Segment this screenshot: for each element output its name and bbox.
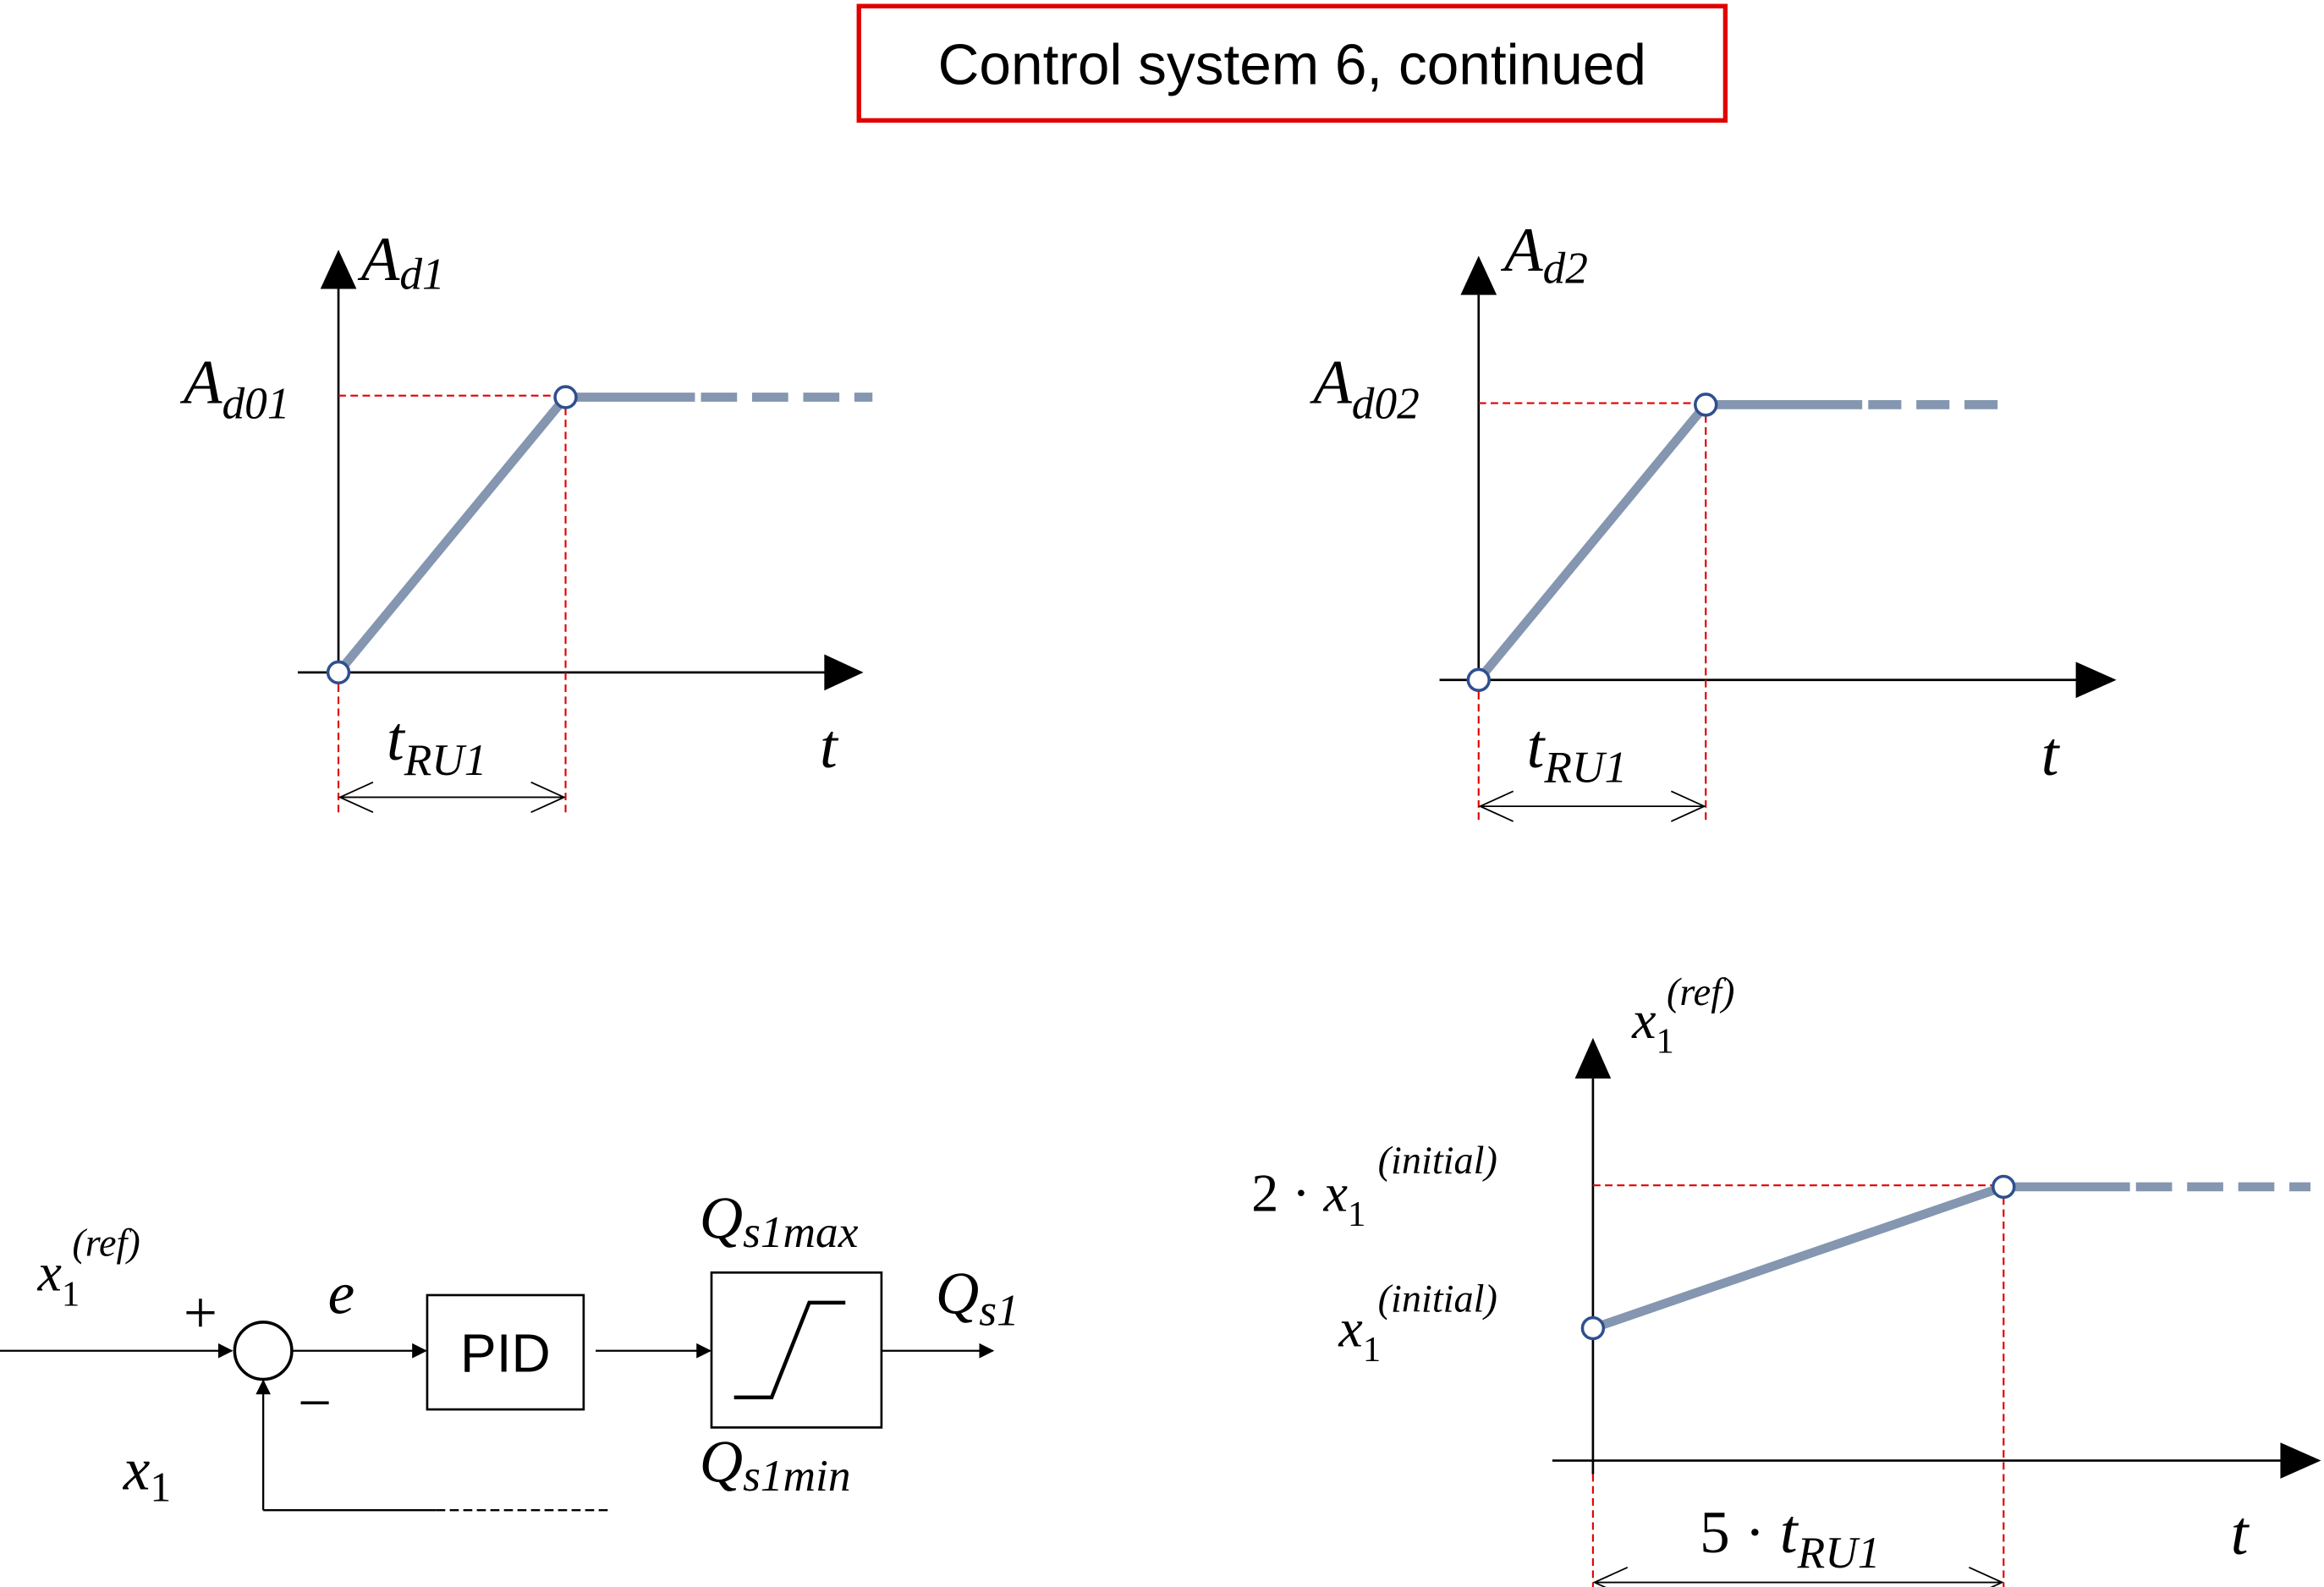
x-axis-arrowhead (2280, 1442, 2321, 1479)
span-arrow (338, 781, 566, 814)
span-arrow (1478, 790, 1706, 822)
title-box: Control system 6, continued (856, 3, 1728, 124)
level-label: Ad01 (179, 348, 290, 429)
end-marker (1694, 393, 1718, 417)
sat-min-label: Qs1min (700, 1429, 851, 1501)
start-marker (1580, 1315, 1606, 1341)
span-label: 5 · tRU1 (1700, 1496, 1880, 1578)
sat-max-label: Qs1max (700, 1185, 859, 1257)
input-label: x1(ref) (36, 1222, 140, 1315)
low-level-label: x1(initial) (1338, 1277, 1497, 1370)
ramp-curve (1475, 401, 1710, 684)
span-label: tRU1 (1527, 711, 1628, 793)
end-marker (553, 385, 578, 409)
high-level-label: 2 · x1(initial) (1251, 1139, 1497, 1234)
pid-block (426, 1293, 585, 1411)
x-axis-label: t (2231, 1498, 2250, 1568)
saturation-block (710, 1271, 883, 1429)
plus-sign: + (184, 1280, 217, 1346)
y-axis-arrowhead (320, 250, 357, 289)
graph-ad2: Ad2 Ad02 t tRU1 (1309, 215, 2117, 822)
x-axis-label: t (820, 711, 839, 782)
summing-junction (233, 1321, 294, 1381)
feedback-label: x1 (123, 1436, 171, 1510)
span-label: tRU1 (387, 704, 487, 785)
y-axis-label: Ad1 (357, 224, 445, 299)
x-axis-arrowhead (824, 654, 864, 691)
y-axis-label: Ad2 (1500, 215, 1588, 293)
graph-x1-ref: x1(ref) 2 · x1(initial) x1(initial) t 5 … (1251, 970, 2321, 1587)
start-marker (1466, 667, 1491, 692)
span-arrow (1592, 1566, 2004, 1587)
x-axis-arrowhead (2075, 662, 2117, 699)
start-marker (326, 660, 351, 685)
ramp-curve (334, 394, 569, 676)
pid-label: PID (460, 1323, 551, 1384)
output-label: Qs1 (936, 1260, 1019, 1335)
graph-ad1: Ad1 Ad01 t tRU1 (179, 224, 873, 815)
level-label: Ad02 (1309, 348, 1420, 429)
y-axis-arrowhead (1460, 255, 1497, 295)
saturation-icon (733, 1300, 846, 1400)
minus-sign: − (298, 1370, 332, 1436)
title-border (856, 3, 1728, 124)
block-diagram: x1(ref) + − e x1 PID Qs1max Qs1min Qs1 (0, 1185, 1019, 1512)
page-title: Control system 6, continued (938, 34, 1646, 97)
y-axis-arrowhead (1574, 1037, 1612, 1079)
ramp-curve (1591, 1182, 2006, 1333)
y-axis-label: x1(ref) (1631, 970, 1734, 1062)
end-marker (1992, 1174, 2016, 1200)
x-axis-label: t (2041, 719, 2061, 789)
error-label: e (328, 1260, 355, 1326)
